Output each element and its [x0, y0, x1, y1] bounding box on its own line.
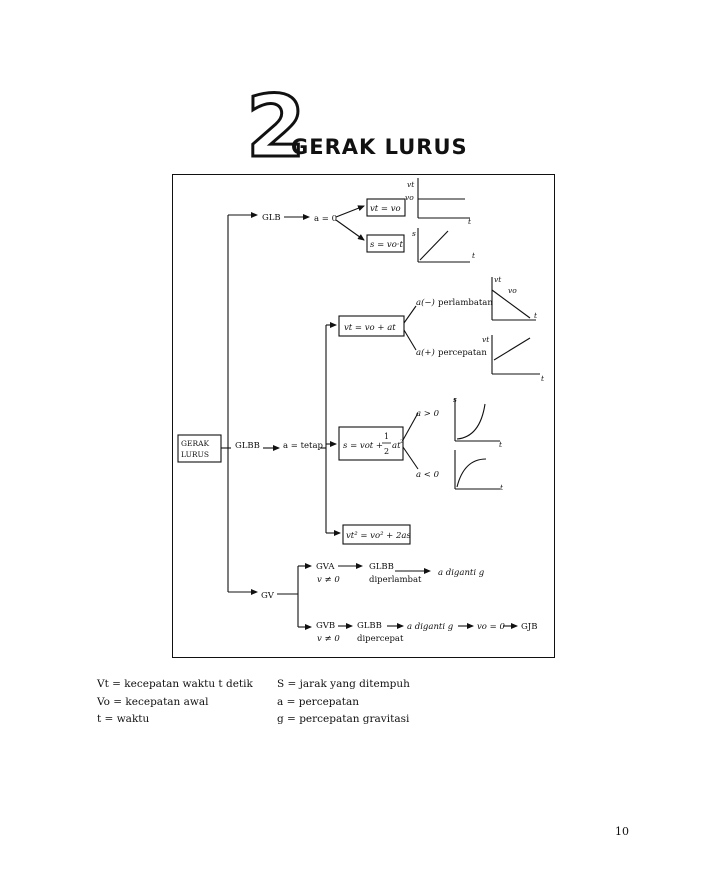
legend-item: S = jarak yang ditempuh — [277, 678, 410, 690]
legend-item: Vo = kecepatan awal — [97, 695, 209, 708]
chapter-title: GERAK LURUS — [291, 135, 468, 159]
legend-item: g = percepatan gravitasi — [277, 713, 410, 725]
page-number: 10 — [615, 825, 629, 838]
legend-right: S = jarak yang ditempuh a = percepatan g… — [277, 676, 410, 729]
legend-item: t = waktu — [97, 713, 150, 725]
legend-item: a = percepatan — [277, 695, 360, 708]
concept-map-frame — [172, 174, 555, 658]
legend-item: Vt = kecepatan waktu t detik — [97, 678, 253, 690]
chapter-number: 2 — [245, 77, 308, 177]
legend-left: Vt = kecepatan waktu t detik Vo = kecepa… — [97, 676, 253, 729]
